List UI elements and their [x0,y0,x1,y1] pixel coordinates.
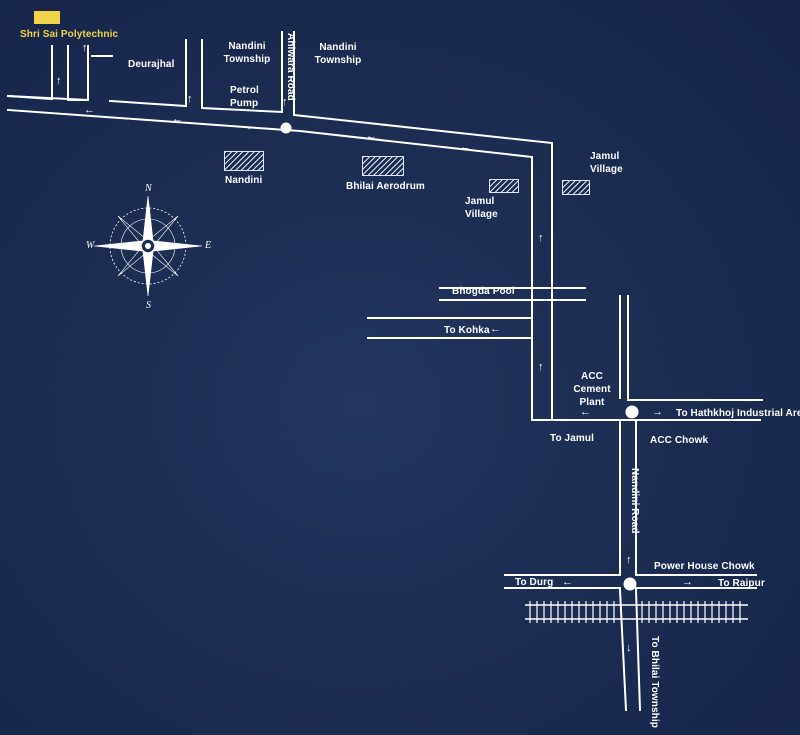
road-jamul [504,337,621,576]
petrol-pump-label: Petrol Pump [230,85,259,109]
compass-south: S [146,300,151,311]
to-kohka-label: To Kohka [444,325,490,336]
nandini-township-label-2: Nandini Township [314,42,362,66]
nandini-township-label-1: Nandini Township [223,41,271,65]
road-nandini-east [635,419,757,576]
bhilai-aerodrum-label: Bhilai Aerodrum [346,181,425,192]
arrow-left-1: ← [84,104,95,116]
arrow-left-4: ← [366,130,377,142]
arrow-up-acc: ↑ [538,361,544,373]
road-bhilai-right [634,588,642,712]
road-polytechnic-right [67,45,89,101]
arrow-up-jamul-road: ↑ [538,232,544,244]
bhogda-pool-label: Bhogda Pool [452,286,515,297]
polytechnic-marker [34,11,60,24]
deurajhal-label: Deurajhal [128,59,175,70]
to-raipur-label: To Raipur [718,578,765,589]
arrow-left-2: ← [172,113,183,125]
junction-acc-chowk [625,405,639,419]
highway-upper-right [293,31,761,421]
arrow-up-left-road: ↑ [56,75,62,87]
arrow-down-bhilai: ↓ [626,642,632,654]
highway-upper-mid [201,31,283,114]
road-bhilai-left [618,588,628,712]
highway-lower-edge [6,108,533,339]
arrow-left-acc: ← [580,406,591,418]
nandini-label: Nandini [225,175,263,186]
arrow-left-durg: ← [562,576,573,588]
junction-ahiwara [280,122,292,134]
jamul-village-label-2: Jamul Village [590,151,623,175]
junction-power-house [623,577,637,591]
arrow-right-raipur: → [682,576,693,588]
jamul-village-label-1: Jamul Village [465,196,498,220]
acc-chowk-label: ACC Chowk [650,435,709,446]
nandini-block [224,151,264,171]
to-hathkhoj-label: To Hathkhoj Industrial Area [676,408,800,419]
road-polytechnic-left [6,45,53,101]
arrow-left-kohka: ← [490,323,501,335]
acc-cement-plant-label: ACC Cement Plant [573,371,611,408]
to-durg-label: To Durg [515,577,554,588]
railway-track [525,601,748,623]
ahiwara-road-label: Ahiwara Road [285,33,296,101]
highway-upper-edge [6,94,90,102]
power-house-chowk-label: Power House Chowk [654,561,755,572]
polytechnic-label: Shri Sai Polytechnic [20,29,119,40]
arrow-left-3: ← [246,121,257,133]
nandini-road-label: Nandini Road [629,468,640,534]
jamul-village-block-1 [489,179,519,193]
compass-west: W [86,240,95,251]
to-jamul-label: To Jamul [550,433,594,444]
jamul-village-block-2 [562,180,590,195]
highway-upper-left [108,39,187,108]
arrow-up-deurajhal: ↑ [187,93,193,105]
compass-north: N [145,183,152,194]
arrow-up-polytechnic: ↑ [82,42,88,54]
arrow-left-5: ← [460,141,471,153]
to-bhilai-township-label: To Bhilai Township [649,636,660,728]
road-acc-east [627,295,763,401]
aerodrum-block [362,156,404,176]
compass-rose [93,195,203,297]
compass-east: E [205,240,212,251]
arrow-up-nandini-road: ↑ [626,554,632,566]
arrow-up-ahiwara: ↑ [282,96,288,108]
arrow-right-hathkhoj: → [652,406,663,418]
